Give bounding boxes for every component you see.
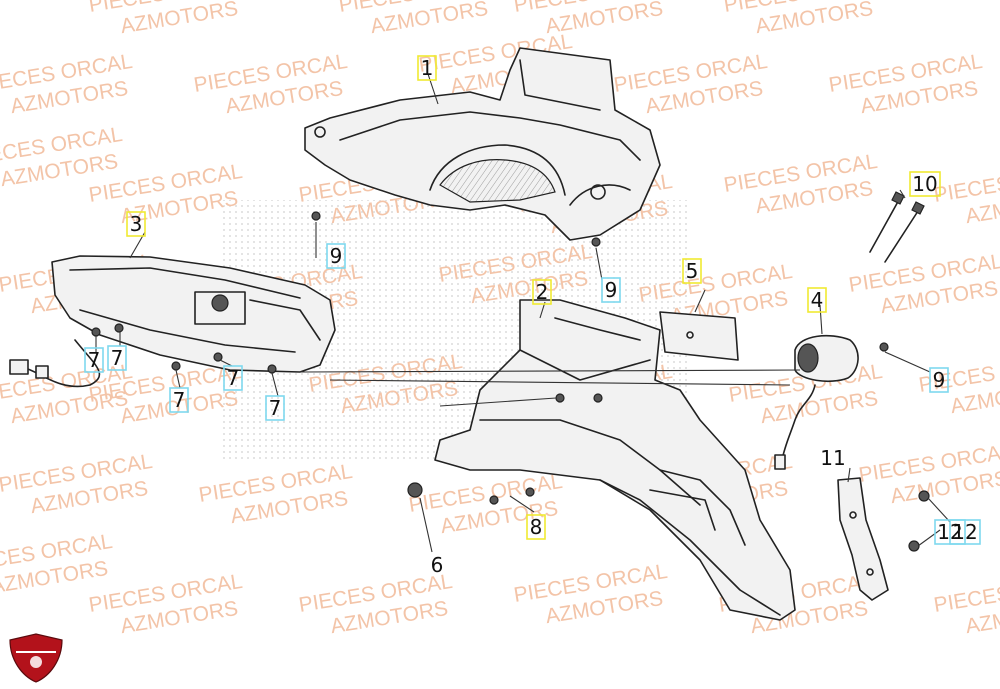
callout-box (107, 345, 127, 371)
callout-number: 6 (431, 553, 444, 577)
callout-box (417, 55, 437, 81)
callout-number: 10 (912, 172, 937, 196)
callout-7: 7 (84, 347, 104, 373)
watermark-line1: PIECES ORCAL (932, 570, 1000, 617)
callout-9: 9 (929, 367, 949, 393)
callout-6: 6 (431, 553, 444, 577)
callout-7: 7 (169, 387, 189, 413)
callout-12: 12 (949, 519, 981, 545)
callout-box (532, 279, 552, 305)
part-12-screws (908, 490, 930, 552)
callout-number: 9 (933, 368, 946, 392)
part-2-rear-fender (434, 299, 796, 621)
callout-number: 7 (269, 396, 282, 420)
callout-box (169, 387, 189, 413)
callout-box (265, 395, 285, 421)
callout-number: 9 (605, 278, 618, 302)
callout-number: 4 (811, 288, 824, 312)
callout-2: 2 (532, 279, 552, 305)
callout-number: 1 (421, 56, 434, 80)
callout-9: 9 (601, 277, 621, 303)
azmotors-shield-logo (9, 633, 63, 683)
callout-1: 1 (417, 55, 437, 81)
callout-number: 5 (686, 259, 699, 283)
callout-4: 4 (807, 287, 827, 313)
callout-9: 9 (326, 243, 346, 269)
callout-number: 7 (111, 346, 124, 370)
callout-box (807, 287, 827, 313)
callout-box (949, 519, 981, 545)
callout-box (929, 367, 949, 393)
callout-number: 12 (952, 520, 977, 544)
callout-7: 7 (223, 365, 243, 391)
part-9-bolts (311, 211, 601, 247)
part-10-bulbs (869, 191, 925, 263)
callout-3: 3 (126, 211, 146, 237)
part-11-bracket (837, 477, 889, 601)
callout-number: 9 (330, 244, 343, 268)
callout-number: 11 (820, 446, 845, 470)
callout-number: 3 (130, 212, 143, 236)
callout-7: 7 (107, 345, 127, 371)
part-6-nut (407, 482, 423, 498)
callout-box (84, 347, 104, 373)
callout-8: 8 (526, 514, 546, 540)
callout-box (601, 277, 621, 303)
callout-box (526, 514, 546, 540)
part-1-rear-inner-cover (304, 47, 661, 241)
callout-box (326, 243, 346, 269)
part-5-reflector (659, 311, 739, 361)
part-3-tail-light-assembly (9, 255, 336, 388)
callout-box (909, 171, 941, 197)
watermark-line1: PIECES ORCAL (932, 160, 1000, 207)
part-4-license-plate-light (774, 334, 889, 470)
leader-lines (95, 73, 951, 553)
callout-10: 10 (909, 171, 941, 197)
callout-7: 7 (265, 395, 285, 421)
callout-number: 2 (536, 280, 549, 304)
callout-11: 11 (820, 446, 845, 470)
callout-box (126, 211, 146, 237)
callout-number: 7 (88, 348, 101, 372)
callout-number: 7 (227, 366, 240, 390)
callout-number: 8 (530, 515, 543, 539)
callout-number: 7 (173, 388, 186, 412)
callout-5: 5 (682, 258, 702, 284)
callout-box (223, 365, 243, 391)
callout-box (682, 258, 702, 284)
